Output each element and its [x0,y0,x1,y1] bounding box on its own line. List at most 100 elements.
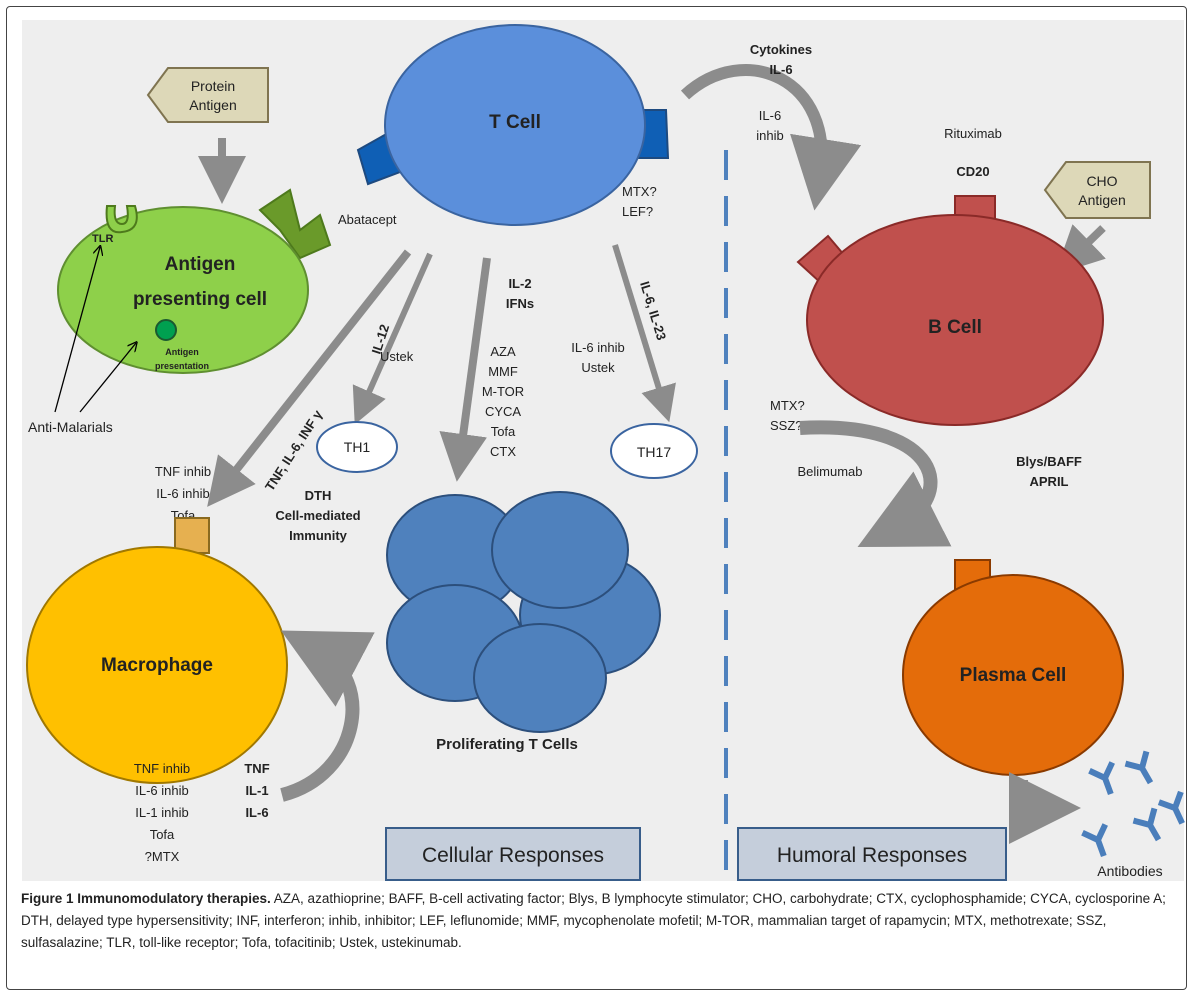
mac-cytokine-2: IL-1 [245,783,268,798]
mac-bottom-drug-4: Tofa [150,827,175,842]
rituximab-label: Rituximab [944,126,1002,141]
antibody-icon [1124,750,1154,785]
prolif-drug-4: CYCA [485,404,521,419]
antibody-icon [1157,790,1185,825]
protein-antigen-label-2: Antigen [189,97,236,113]
mtx-ssz-label-2: SSZ? [770,418,803,433]
prolif-cell-4 [473,623,607,733]
il2-label-1: IL-2 [508,276,531,291]
cho-antigen-label-1: CHO [1086,173,1117,189]
macrophage-feedback-arrow [280,630,375,802]
immunomodulatory-diagram: T Cell Protein Antigen TLR Antigen prese… [26,24,1185,881]
tlr-label: TLR [92,233,113,245]
antibodies-label: Antibodies [1097,863,1162,879]
th17-label: TH17 [637,444,671,460]
prolif-drug-5: Tofa [491,424,516,439]
mtx-lef-label-1: MTX? [622,184,657,199]
cho-antigen-label-2: Antigen [1078,192,1125,208]
caption-text: AZA, azathioprine; BAFF, B-cell activati… [21,891,1166,950]
anti-malarials-arrow-1 [54,247,100,413]
il6-inhib-label-1: IL-6 [759,108,781,123]
mac-bottom-drug-3: IL-1 inhib [135,805,188,820]
humoral-responses-label: Humoral Responses [777,844,967,867]
cytokines-label-1: Cytokines [750,42,812,57]
cho-antigen-shape [1043,161,1151,219]
arrow-to-th17 [612,244,676,423]
mac-cytokine-3: IL-6 [245,805,268,820]
th17-drugs-label-2: Ustek [581,360,615,375]
anti-malarials-arrow-2 [79,343,136,413]
antibody-arrow [1009,772,1081,844]
prolif-drug-1: AZA [490,344,516,359]
antibody-icon [1081,823,1108,858]
proliferating-label: Proliferating T Cells [436,736,578,753]
th17-cell [610,423,698,479]
mac-top-drug-1: TNF inhib [155,464,211,479]
arrow-to-th1 [352,252,433,425]
antigen-presentation-label-1: Antigen [165,347,199,357]
figure-caption: Figure 1 Immunomodulatory therapies. AZA… [21,888,1171,954]
mac-top-drug-2: IL-6 inhib [156,486,209,501]
mac-cytokine-1: TNF [244,761,269,776]
mac-bottom-drug-1: TNF inhib [134,761,190,776]
protein-antigen-label-1: Protein [191,78,235,94]
blys-label-2: APRIL [1030,474,1069,489]
anti-malarials-label: Anti-Malarials [28,419,113,435]
prolif-drug-6: CTX [490,444,516,459]
b-cell-label: B Cell [928,317,982,338]
caption-title: Figure 1 Immunomodulatory therapies. [21,891,271,906]
b-to-plasma-arrow [799,420,952,548]
prolif-drug-3: M-TOR [482,384,524,399]
antigen-presentation-label-2: presentation [155,361,209,371]
antibodies [1081,750,1185,858]
prolif-cell-5 [491,491,629,609]
humoral-responses-box [737,827,1007,881]
il2-label-2: IFNs [506,296,534,311]
antigen-dot [155,319,177,341]
cellular-responses-label: Cellular Responses [422,844,604,867]
apc-receptor-right [258,188,332,260]
apc-label-2: presenting cell [133,289,267,310]
b-cell [806,214,1104,426]
cd20-label: CD20 [956,164,989,179]
t-cell-label: T Cell [489,112,541,133]
antigen-presenting-cell [57,206,309,374]
antibody-icon [1132,807,1162,842]
th1-cell [316,421,398,473]
mac-bottom-drug-5: ?MTX [145,849,180,864]
macrophage-cytokine-list: TNF IL-1IL-6 [244,761,269,820]
apc-label-1: Antigen [165,254,236,275]
antibody-icon [1088,761,1115,796]
mac-bottom-drug-2: IL-6 inhib [135,783,188,798]
mtx-ssz-label-1: MTX? [770,398,805,413]
cytokines-label-2: IL-6 [769,62,792,77]
protein-antigen-shape [146,67,269,123]
t-cell [384,24,646,226]
il6-inhib-label-2: inhib [756,128,783,143]
th1-label: TH1 [344,439,371,455]
ustek-label: Ustek [380,349,414,364]
macrophage-receptor [174,517,210,554]
blys-label-1: Blys/BAFF [1016,454,1082,469]
mtx-lef-label-2: LEF? [622,204,653,219]
tlr-receptor [105,205,138,234]
proliferating-t-cells [386,491,661,733]
dth-line-3: Immunity [289,528,348,543]
dth-line-1: DTH [305,488,332,503]
th17-drugs-label-1: IL-6 inhib [571,340,624,355]
prolif-drug-2: MMF [488,364,518,379]
macrophage-label: Macrophage [101,655,213,676]
cho-antigen-arrow [1054,224,1106,275]
plasma-cell-label: Plasma Cell [960,665,1067,686]
abatacept-label: Abatacept [338,212,397,227]
cellular-responses-box [385,827,641,881]
t-to-b-curved-arrow [680,64,862,211]
dth-line-2: Cell-mediated [275,508,360,523]
arrow-to-proliferating [439,257,491,482]
belimumab-label: Belimumab [797,464,862,479]
arrow-to-macrophage [207,249,412,507]
